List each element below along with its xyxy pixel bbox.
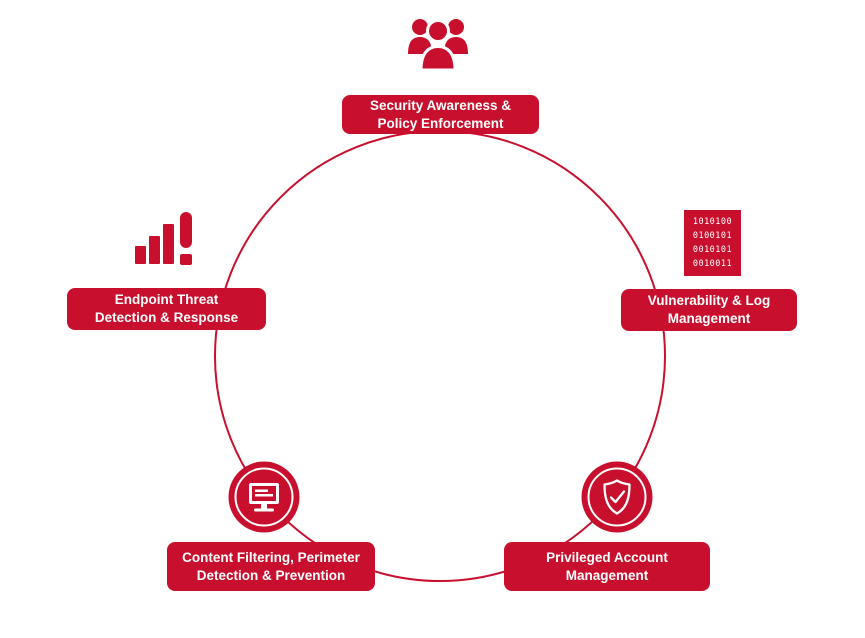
- binary-row: 0010011: [692, 259, 733, 269]
- node-label-line: Endpoint Threat: [114, 292, 219, 307]
- shield-check-badge-icon: [581, 461, 653, 533]
- binary-row: 0010101: [692, 245, 733, 255]
- node-label-line: Detection & Response: [94, 310, 239, 325]
- node-label-line: Management: [667, 311, 751, 326]
- node-label-line: Content Filtering, Perimeter: [182, 549, 360, 565]
- binary-row: 0100101: [692, 231, 733, 241]
- node-privileged-account: Privileged Account Management: [504, 542, 710, 591]
- alert-bar-chart-icon: [133, 210, 197, 268]
- node-security-awareness: Security Awareness & Policy Enforcement: [342, 95, 539, 134]
- node-label-line: Vulnerability & Log: [647, 293, 771, 308]
- node-content-filtering: Content Filtering, Perimeter Detection &…: [167, 542, 375, 591]
- node-endpoint-threat: Endpoint Threat Detection & Response: [67, 288, 266, 330]
- node-label-line: Detection & Prevention: [196, 567, 346, 583]
- node-label-line: Management: [565, 567, 649, 583]
- binary-row: 1010100: [692, 217, 733, 227]
- node-vulnerability-log: Vulnerability & Log Management: [621, 289, 797, 331]
- node-label-line: Policy Enforcement: [377, 115, 504, 131]
- people-group-icon: [407, 14, 469, 72]
- monitor-badge-icon: [228, 461, 300, 533]
- node-label-line: Privileged Account: [546, 549, 668, 565]
- node-label-line: Security Awareness &: [369, 97, 512, 113]
- binary-code-icon: 1010100 0100101 0010101 0010011: [684, 210, 741, 276]
